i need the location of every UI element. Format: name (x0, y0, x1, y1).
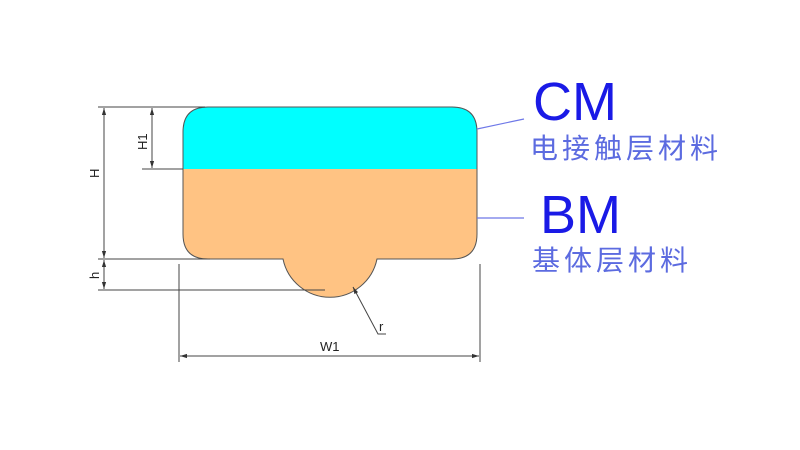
cm-name-label: 电接触层材料 (530, 132, 722, 165)
dimension-r-label: r (379, 319, 384, 334)
cm-code-label: CM (533, 72, 617, 132)
base-material-layer (183, 169, 477, 298)
radius-leader (352, 286, 386, 335)
extension-lines (98, 106, 481, 362)
contact-material-layer (183, 107, 477, 169)
cm-leader-line (476, 118, 525, 130)
profile-outline (182, 106, 478, 298)
dimension-W1-label: W1 (320, 339, 340, 354)
dimension-H1-label: H1 (135, 133, 150, 150)
bm-code-label: BM (540, 185, 621, 245)
dimension-h-label: h (87, 272, 102, 279)
dimension-H-label: H (87, 169, 102, 178)
bm-name-label: 基体层材料 (532, 244, 692, 277)
